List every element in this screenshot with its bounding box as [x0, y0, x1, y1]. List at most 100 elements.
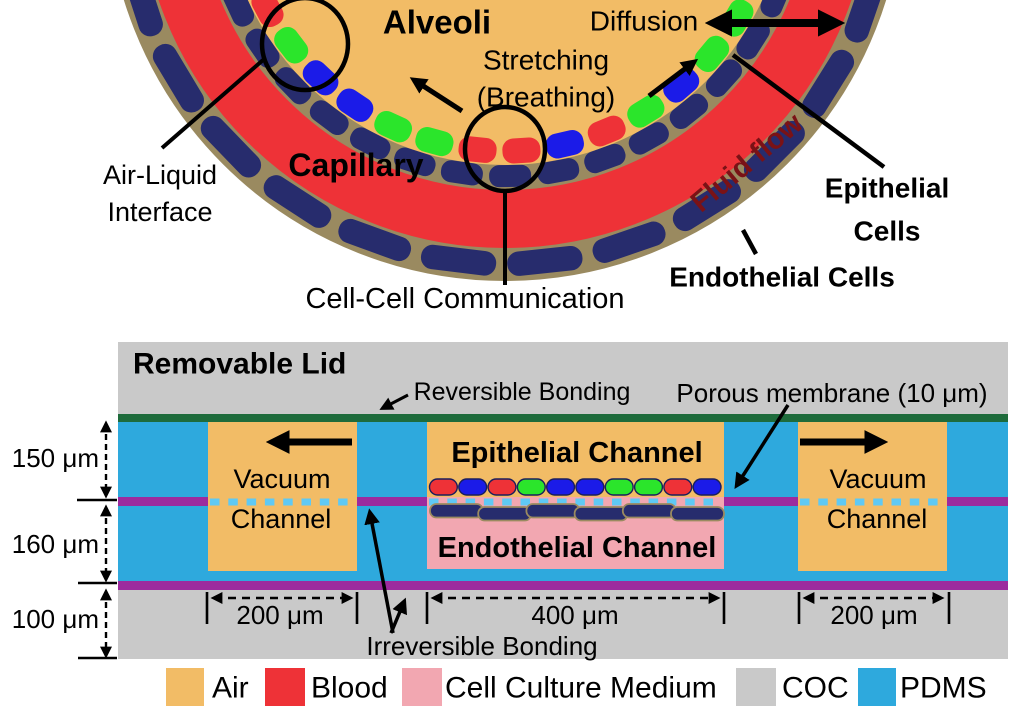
cell-cell-label: Cell-Cell Communication	[305, 283, 624, 315]
membrane-pore-dash	[538, 498, 549, 506]
dim-400um-label: 400 μm	[531, 600, 618, 630]
endothelial-pointer-line	[741, 228, 758, 256]
membrane-pore-dash	[246, 498, 257, 506]
endothelial-cell	[198, 113, 264, 180]
epithelial-cell	[516, 478, 546, 496]
air-liquid-label-line1: Air-Liquid	[103, 160, 217, 190]
endothelial-cells-row	[429, 503, 725, 522]
alveolar-wall-segment	[440, 160, 483, 186]
epithelial-cell	[604, 478, 634, 496]
epithelial-cells-label-line2: Cells	[854, 216, 921, 247]
membrane-pore-dash	[520, 498, 530, 506]
stretching-label-line2: (Breathing)	[477, 82, 616, 113]
membrane-pore-dash	[429, 498, 439, 506]
irreversible-bonding-label: Irreversible Bonding	[366, 631, 597, 661]
membrane-purple-segment	[724, 497, 798, 506]
epithelial-cell	[545, 130, 584, 159]
epithelial-cells-row	[428, 478, 722, 496]
stretching-label-line1: Stretching	[483, 45, 609, 76]
dim-200um-right-label: 200 μm	[830, 600, 917, 630]
epithelial-pointer-line	[731, 53, 886, 169]
height-dimensions	[77, 420, 117, 660]
membrane-pore-dash	[818, 498, 828, 506]
endothelial-cell	[590, 219, 669, 266]
endothelial-cell	[418, 242, 499, 279]
epithelial-cell	[336, 88, 374, 122]
reversible-bonding-arrow	[379, 393, 409, 410]
epithelial-cells-arc	[251, 0, 754, 164]
legend-label: PDMS	[900, 672, 987, 705]
dim-160um-label: 160 μm	[12, 529, 99, 559]
epithelial-cell	[251, 0, 284, 28]
endothelial-cells-arc	[119, 0, 889, 279]
membrane-pore-dash	[891, 498, 901, 506]
alveolar-wall-segment	[537, 158, 580, 185]
alveoli-label: Alveoli	[383, 4, 491, 41]
legend-swatch-coc	[736, 668, 776, 706]
epithelial-cell	[663, 478, 693, 496]
irreversible-bond-line	[118, 581, 1008, 590]
membrane-pore-dash	[465, 498, 476, 506]
epithelial-channel-label: Epithelial Channel	[451, 437, 702, 469]
membrane-pore-dash	[447, 498, 457, 506]
endothelial-cell	[477, 506, 533, 522]
membrane-pore-dash	[928, 498, 938, 506]
legend-label: Blood	[311, 672, 388, 705]
epithelial-cell	[458, 478, 488, 496]
alveolar-wall-segment	[628, 122, 669, 155]
legend-label: COC	[782, 672, 849, 705]
endothelial-cell	[261, 172, 334, 231]
epithelial-cell	[428, 478, 458, 496]
vacuum-left-label-line1: Vacuum	[233, 464, 330, 494]
endothelial-cell	[573, 506, 629, 522]
membrane-pore-dash	[319, 498, 330, 506]
reversible-bonding-label: Reversible Bonding	[414, 378, 631, 406]
dim-100um-label: 100 μm	[12, 604, 99, 634]
epithelial-cell	[627, 94, 665, 128]
membrane-pore-dash	[630, 498, 640, 506]
alveolar-wall-segment	[760, 0, 791, 18]
legend-label: Air	[212, 672, 249, 705]
porous-membrane-dashes	[210, 498, 938, 506]
legend-label: Cell Culture Medium	[445, 672, 717, 705]
diffusion-label: Diffusion	[590, 6, 698, 37]
epithelial-cell	[633, 478, 664, 496]
endothelial-cell	[119, 0, 166, 39]
membrane-purple-segment	[118, 497, 208, 506]
vacuum-right-label-line1: Vacuum	[829, 464, 926, 494]
epithelial-cell	[575, 478, 605, 496]
alveolar-wall-segment	[222, 0, 255, 27]
membrane-pore-dash	[703, 498, 713, 506]
porous-membrane-arrow	[734, 404, 790, 489]
endothelial-cell	[335, 216, 414, 264]
reversible-bond-line	[118, 414, 1008, 422]
material-legend: Air Blood Cell Culture Medium COC PDMS	[166, 668, 987, 706]
air-liquid-interface-circle	[259, 0, 351, 93]
epithelial-cell	[487, 478, 517, 496]
width-dimensions	[205, 592, 951, 624]
air-liquid-pointer-line	[160, 58, 265, 150]
legend-swatch-cell-culture-medium	[402, 668, 442, 706]
vacuum-right-label-line2: Channel	[827, 504, 928, 534]
endothelial-cells-label: Endothelial Cells	[669, 262, 895, 293]
membrane-pore-dash	[593, 498, 604, 506]
epithelial-cell	[374, 110, 413, 143]
epithelial-cell	[274, 26, 309, 64]
epithelial-cell	[302, 60, 339, 96]
stretching-arrow-right	[647, 58, 699, 98]
endothelial-cell	[150, 41, 207, 116]
alveolar-wall-segment	[489, 164, 532, 188]
epithelial-cell	[546, 478, 576, 496]
membrane-pore-dash	[483, 498, 494, 506]
epithelial-cell	[692, 478, 722, 496]
membrane-pore-dash	[854, 498, 865, 506]
alveolar-wall-segment	[309, 100, 349, 136]
alveoli-figure: Alveoli Diffusion Stretching (Breathing)…	[103, 0, 949, 315]
alveolar-wall-segment	[705, 59, 743, 98]
dim-200um-left-label: 200 μm	[236, 600, 323, 630]
membrane-pore-dash	[612, 498, 622, 506]
irreversible-bonding-arrow-membrane	[364, 508, 395, 634]
endothelial-channel-label: Endothelial Channel	[438, 532, 717, 564]
membrane-purple-segment	[357, 497, 427, 506]
